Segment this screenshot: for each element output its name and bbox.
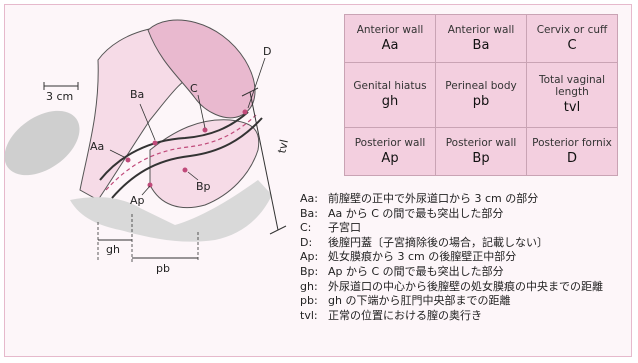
table-row: Anterior wall Aa Anterior wall Ba Cervix… — [344, 13, 618, 64]
legend-key: D: — [300, 235, 313, 249]
table-cell-aa: Anterior wall Aa — [344, 13, 436, 64]
scale-label: 3 cm — [46, 90, 73, 103]
point-bp — [182, 167, 188, 173]
cell-code: Aa — [381, 38, 399, 53]
table-cell-bp: Posterior wall Bp — [435, 126, 527, 177]
cell-description: Anterior wall — [356, 24, 424, 36]
legend-item: tvl: 正常の位置における膣の奥行き — [300, 309, 603, 324]
legend-key: gh: — [300, 279, 318, 293]
leader-aa — [109, 149, 127, 159]
legend-text: 前膣壁の正中で外尿道口から 3 cm の部分 — [328, 192, 539, 205]
label-pb: pb — [156, 262, 170, 275]
cell-description: Posterior fornix — [532, 136, 612, 149]
cell-code: Ap — [381, 150, 399, 166]
legend-key: C: — [300, 221, 312, 235]
label-aa: Aa — [90, 140, 104, 153]
legend-item: D: 後膣円蓋〔子宮摘除後の場合，記載しない〕 — [300, 236, 603, 251]
table-cell-d: Posterior fornix D — [526, 126, 618, 177]
legend-text: Aa から C の間で最も突出した部分 — [328, 206, 504, 220]
tvl-tick-top — [241, 87, 259, 97]
legend-key: Ba: — [300, 206, 318, 220]
legend-key: Bp: — [300, 264, 319, 278]
legend-key: Ap: — [300, 250, 319, 264]
label-d: D — [263, 45, 271, 58]
pop-q-table: Anterior wall Aa Anterior wall Ba Cervix… — [344, 13, 618, 177]
cell-description: Perineal body — [445, 80, 517, 93]
table-cell-pb: Perineal body pb — [435, 62, 527, 128]
legend-text: 子宮口 — [328, 221, 361, 235]
cell-description: Cervix or cuff — [536, 24, 608, 36]
leader-ap — [141, 185, 151, 196]
table-cell-ba: Anterior wall Ba — [435, 13, 527, 64]
legend-item: Aa: 前膣壁の正中で外尿道口から 3 cm の部分 — [300, 192, 603, 207]
label-gh: gh — [106, 243, 120, 256]
label-bp: Bp — [196, 180, 211, 193]
cell-description: Total vaginal length — [538, 74, 606, 99]
legend-text: 正常の位置における膣の奥行き — [328, 308, 482, 322]
uterus-shape — [147, 19, 256, 119]
label-ba: Ba — [130, 88, 144, 101]
legend-text: gh の下端から肛門中央部までの距離 — [328, 294, 511, 308]
anterior-wall-curve — [99, 111, 249, 181]
cell-code: gh — [381, 94, 399, 110]
legend-item: gh: 外尿道口の中心から後膣壁の処女膜痕の中央までの距離 — [300, 280, 603, 295]
cell-description: Anterior wall — [447, 24, 515, 36]
legend-list: Aa: 前膣壁の正中で外尿道口から 3 cm の部分 Ba: Aa から C の間で… — [300, 192, 603, 323]
legend-key: pb: — [300, 294, 318, 308]
legend-item: C: 子宮口 — [300, 221, 603, 236]
legend-item: Ap: 処女膜痕から 3 cm の後膣壁正中部分 — [300, 250, 603, 265]
table-cell-ap: Posterior wall Ap — [344, 126, 436, 177]
point-ap — [147, 182, 153, 188]
leader-ba — [139, 103, 156, 141]
legend-item: Ba: Aa から C の間で最も突出した部分 — [300, 207, 603, 222]
cell-code: D — [566, 150, 577, 166]
vaginal-axis-dashed — [105, 114, 257, 191]
label-c: C — [190, 82, 198, 95]
cell-description: Posterior wall — [445, 136, 517, 149]
legend-key: Aa: — [300, 192, 318, 205]
table-cell-tvl: Total vaginal length tvl — [526, 62, 618, 128]
cell-description: Posterior wall — [354, 136, 426, 149]
posterior-wall-curve — [111, 117, 263, 199]
legend-key: tvl: — [300, 308, 318, 322]
cell-code: Ba — [472, 38, 490, 53]
label-ap: Ap — [130, 194, 145, 207]
table-cell-c: Cervix or cuff C — [526, 13, 618, 64]
table-row: Posterior wall Ap Posterior wall Bp Post… — [344, 126, 618, 177]
cell-code: pb — [472, 94, 490, 110]
leader-c — [197, 94, 206, 129]
cell-code: C — [567, 38, 577, 53]
legend-text: 外尿道口の中心から後膣壁の処女膜痕の中央までの距離 — [328, 279, 603, 293]
point-d — [242, 109, 248, 115]
rectum-shape — [70, 180, 272, 242]
table-cell-gh: Genital hiatus gh — [344, 62, 436, 128]
tvl-tick-bottom — [269, 225, 287, 235]
tvl-dimension — [249, 91, 279, 231]
table-row: Genital hiatus gh Perineal body pb Total… — [344, 62, 618, 128]
pubic-bone-shape — [4, 110, 80, 176]
cell-description: Genital hiatus — [353, 80, 427, 93]
legend-item: pb: gh の下端から肛門中央部までの距離 — [300, 294, 603, 309]
legend-item: Bp: Ap から C の間で最も突出した部分 — [300, 265, 603, 280]
point-aa — [125, 157, 131, 163]
label-tvl: tvl — [275, 138, 291, 154]
cell-code: tvl — [563, 100, 581, 116]
legend-text: 処女膜痕から 3 cm の後膣壁正中部分 — [328, 250, 517, 264]
leader-bp — [187, 171, 199, 181]
point-c — [202, 127, 208, 133]
point-ba — [152, 140, 158, 146]
leader-d — [247, 57, 266, 109]
cell-code: Bp — [472, 150, 490, 166]
legend-text: 後膣円蓋〔子宮摘除後の場合，記載しない〕 — [328, 235, 548, 249]
legend-text: Ap から C の間で最も突出した部分 — [328, 264, 504, 278]
